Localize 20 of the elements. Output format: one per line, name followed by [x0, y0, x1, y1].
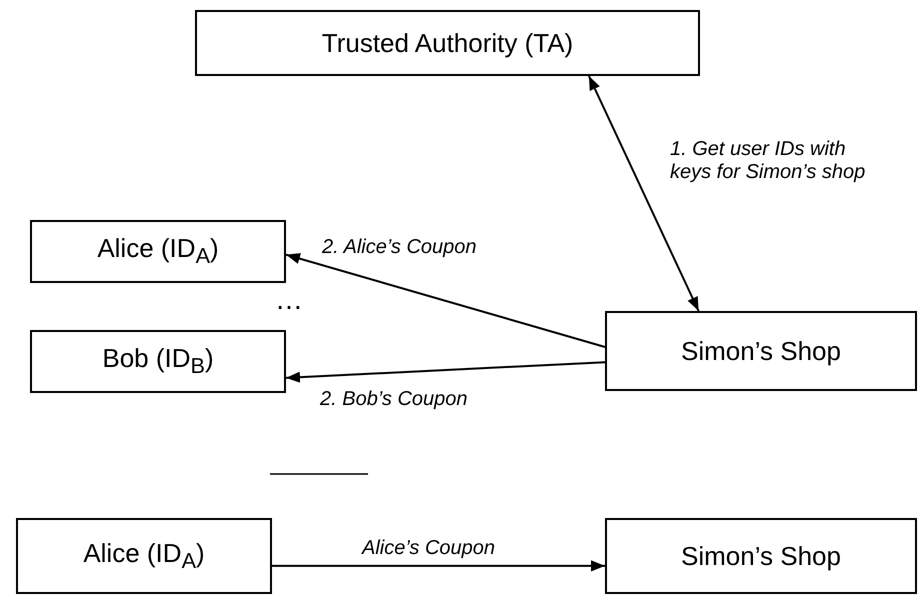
edge-label: 2. Alice’s Coupon: [322, 236, 477, 259]
entity-name: Bob (ID$_{B}$): [102, 343, 214, 380]
arrow: [272, 560, 605, 572]
arrow: [588, 76, 700, 312]
entity-name: Trusted Authority (TA): [322, 28, 574, 58]
arrow: [286, 253, 606, 348]
entity-box: [30, 220, 286, 283]
entity-name: Alice (ID$_{A}$): [97, 233, 219, 270]
entity-box: [195, 10, 700, 76]
entity-name: Alice (ID$_{A}$): [83, 538, 205, 574]
arrow: [286, 361, 606, 383]
entity-box: [16, 518, 272, 594]
entity-box: [30, 330, 286, 393]
entity-name: Simon’s Shop: [681, 336, 841, 366]
entity-name: Simon’s Shop: [681, 540, 841, 572]
edge-label: 2. Bob’s Coupon: [320, 388, 468, 411]
edge-label: Alice’s Coupon: [362, 537, 496, 560]
entity-box: [605, 518, 917, 594]
entity-box: [605, 311, 917, 391]
ellipsis: …: [275, 284, 303, 316]
